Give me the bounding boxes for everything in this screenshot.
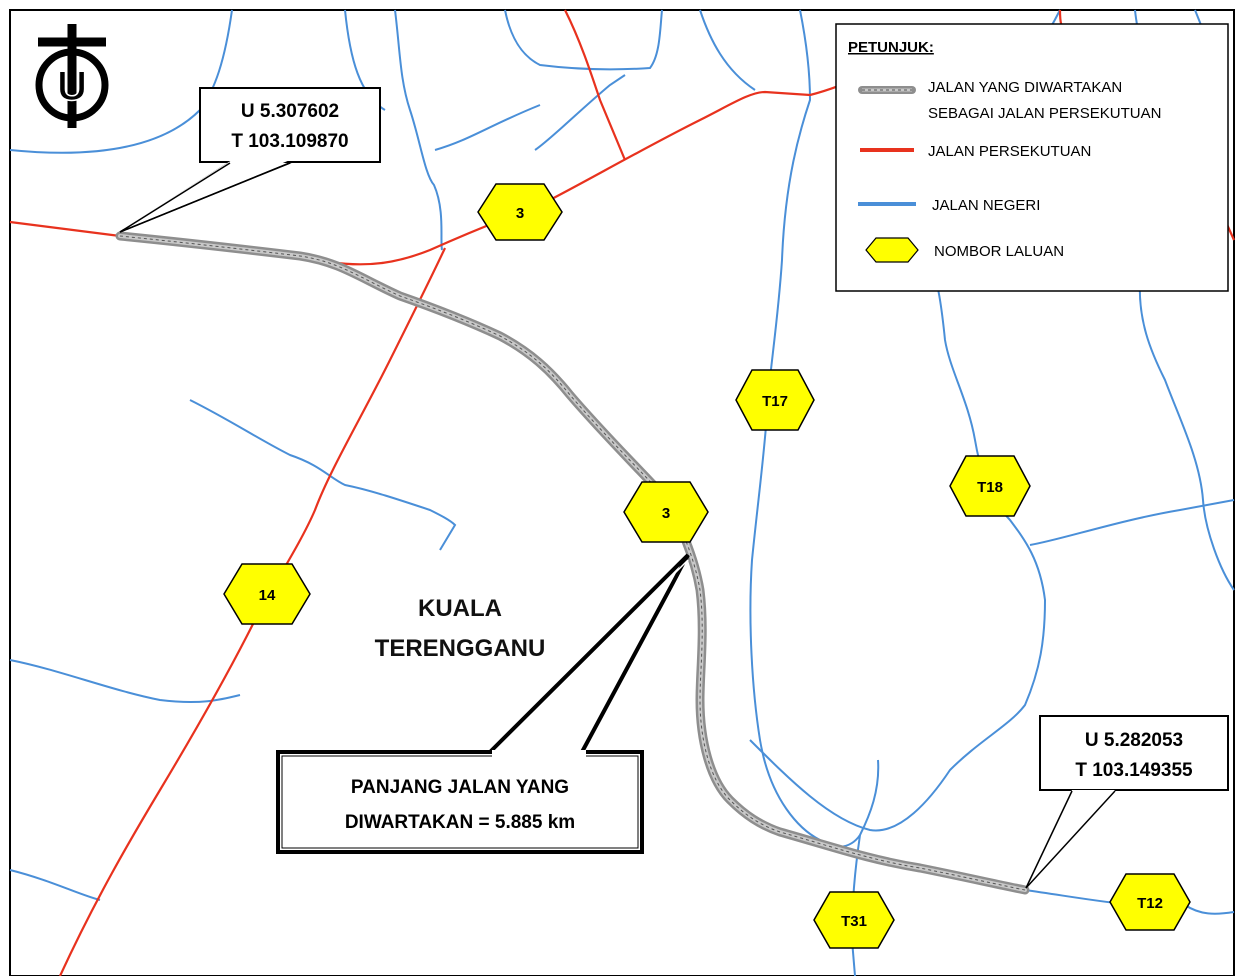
route-shield: T12 [1109,873,1191,931]
end-coordinate-callout: U 5.282053 T 103.149355 [1025,715,1229,889]
start-latitude: U 5.307602 [241,101,339,122]
legend-item-route-number: NOMBOR LALUAN [865,237,1064,263]
north-arrow-icon: U [35,24,109,128]
hexagon-icon [865,237,919,263]
route-shield: T31 [813,891,895,949]
route-shield: 3 [477,183,563,241]
legend: PETUNJUK: JALAN YANG DIWARTAKAN SEBAGAI … [835,23,1229,292]
route-shield-label: 3 [662,505,670,522]
length-callout: PANJANG JALAN YANG DIWARTAKAN = 5.885 km [276,553,690,854]
route-shield-label: T18 [977,479,1003,496]
length-label-line2: DIWARTAKAN = 5.885 km [345,812,575,833]
legend-label: JALAN NEGERI [932,197,1040,214]
north-arrow-letter: U [57,62,87,109]
route-shield: T17 [735,369,815,431]
legend-item-gazetted: JALAN YANG DIWARTAKAN SEBAGAI JALAN PERS… [858,79,1161,122]
legend-item-state: JALAN NEGERI [858,197,1040,214]
route-shield-label: T31 [841,913,867,930]
end-latitude: U 5.282053 [1085,730,1183,751]
place-label-kuala: KUALA [418,595,502,622]
legend-title: PETUNJUK: [848,39,934,56]
route-shield-label: T17 [762,393,788,410]
end-longitude: T 103.149355 [1075,760,1193,781]
route-shield-label: 3 [516,205,524,222]
route-shield-label: T12 [1137,895,1163,912]
length-label-line1: PANJANG JALAN YANG [351,777,569,798]
route-shield: 3 [623,481,709,543]
legend-label: JALAN PERSEKUTUAN [928,143,1091,160]
map-frame [9,9,1235,976]
legend-item-federal: JALAN PERSEKUTUAN [860,143,1091,160]
legend-label: NOMBOR LALUAN [934,243,1064,260]
route-shield-label: 14 [259,587,276,604]
place-label-terengganu: TERENGGANU [375,635,546,662]
legend-label: SEBAGAI JALAN PERSEKUTUAN [928,105,1161,122]
route-shield: T18 [949,455,1031,517]
route-shield: 14 [223,563,311,625]
start-coordinate-callout: U 5.307602 T 103.109870 [119,87,381,233]
start-longitude: T 103.109870 [231,131,348,152]
legend-label: JALAN YANG DIWARTAKAN [928,79,1122,96]
